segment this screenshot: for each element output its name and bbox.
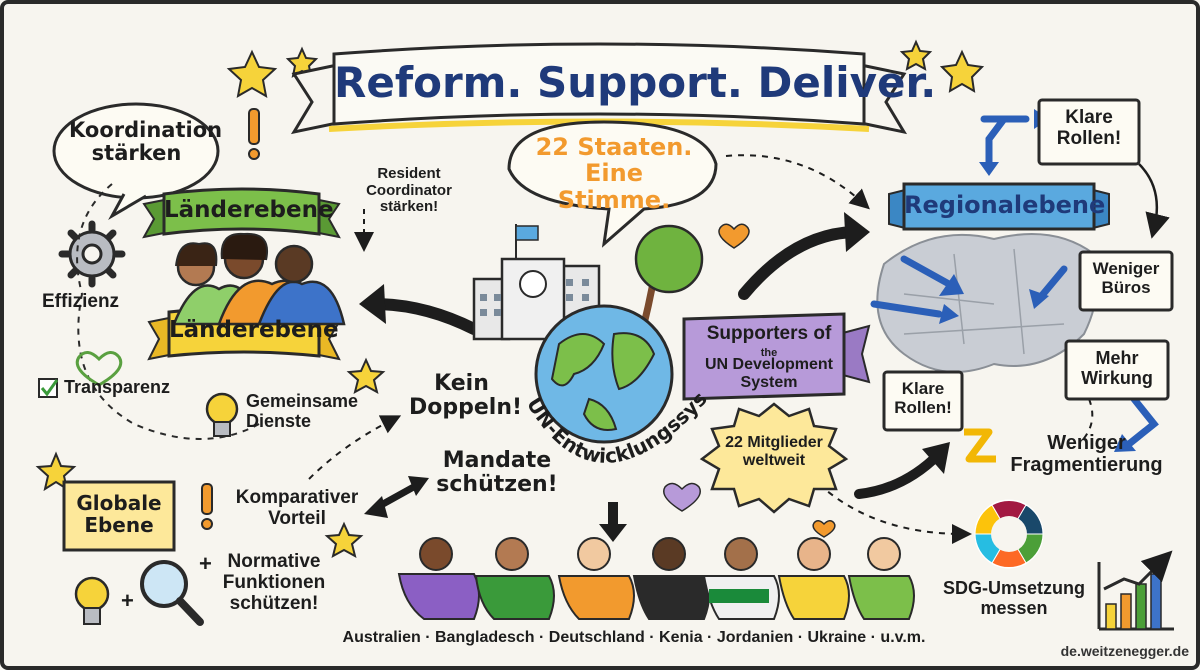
arrow-down-center (599, 502, 627, 542)
page-title: Reform. Support. Deliver. (334, 58, 937, 107)
heart-icon (663, 482, 701, 512)
normativ-label: Normative Funktionen schützen! (222, 551, 326, 614)
country-banner-bottom: Länderebene (169, 317, 339, 343)
arrow-to-country (359, 284, 480, 335)
transparenz-label: Transparenz (64, 377, 171, 397)
mandate-label: Mandate schützen! (436, 448, 558, 498)
illustration-layer: UN-Entwicklungssystem (4, 4, 1174, 631)
regional-banner: Regionalebene (904, 191, 1106, 219)
burst-text: 22 Mitglieder weltweit (725, 434, 823, 469)
plus-sign-2: + (121, 588, 134, 613)
resident-coordinator-note: Resident Coordinator stärken! (366, 165, 452, 215)
speech-bubble-main (507, 120, 718, 248)
weniger-fragmentierung: Weniger Fragmentierung (1010, 432, 1163, 476)
global-box-text: Globale Ebene (76, 491, 162, 537)
country-banner-top: Länderebene (164, 197, 334, 223)
regional-banner-shape (888, 182, 1110, 231)
supporters-line-2: UN Development System (704, 356, 834, 391)
people-group-icon (172, 232, 346, 326)
weniger-bueros: Weniger Büros (1092, 259, 1160, 297)
magnifier-icon (140, 560, 204, 626)
supporters-line-1: Supporters of (706, 323, 832, 344)
heart-icon (812, 520, 836, 538)
credit-text: de.weitzenegger.de (1060, 643, 1189, 659)
mehr-wirkung: Mehr Wirkung (1081, 348, 1153, 388)
klare-rollen-top: Klare Rollen! (1056, 107, 1122, 149)
country-banner-top-shape (142, 187, 341, 239)
lightbulb-icon (74, 392, 239, 625)
supporters-banner-shape (682, 312, 871, 401)
heart-icon (718, 223, 750, 249)
effizienz-label: Effizienz (42, 291, 120, 312)
europe-map-icon (876, 233, 1099, 373)
starburst-shape (699, 402, 849, 514)
speech-left-text: Koordination stärken (69, 118, 223, 166)
klare-rollen-mid: Klare Rollen! (894, 379, 952, 417)
supporters-line-the: the (760, 347, 778, 359)
bar-chart-icon (1097, 550, 1174, 631)
checkbox-icon (38, 378, 59, 398)
star-icon (35, 39, 985, 558)
plus-sign: + (199, 551, 212, 576)
komparativ-label: Komparativer Vorteil (235, 487, 359, 529)
tree-icon (634, 224, 704, 325)
yellow-arrow-icon (964, 428, 996, 463)
arrow-to-fragmentation (854, 442, 950, 499)
kein-doppeln-label: Kein Doppeln! (409, 371, 523, 421)
sdg-wheel-icon (974, 499, 1044, 569)
globe-icon (534, 304, 674, 444)
arrow-double-mandate (364, 476, 429, 518)
arrow-to-regional (738, 212, 870, 300)
gear-icon (58, 220, 126, 288)
dienste-label: Gemeinsame Dienste (246, 391, 359, 431)
speech-main-text: 22 Staaten. Eine Stimme. (535, 133, 693, 214)
people-row-icon (397, 537, 915, 620)
exclamation-icon (201, 108, 260, 530)
global-box-shape (62, 480, 176, 552)
countries-list: Australien · Bangladesch · Deutschland ·… (342, 629, 926, 646)
sdg-label: SDG-Umsetzung messen (942, 578, 1085, 618)
callout-boxes (882, 98, 1174, 432)
heart-icon (75, 351, 123, 387)
